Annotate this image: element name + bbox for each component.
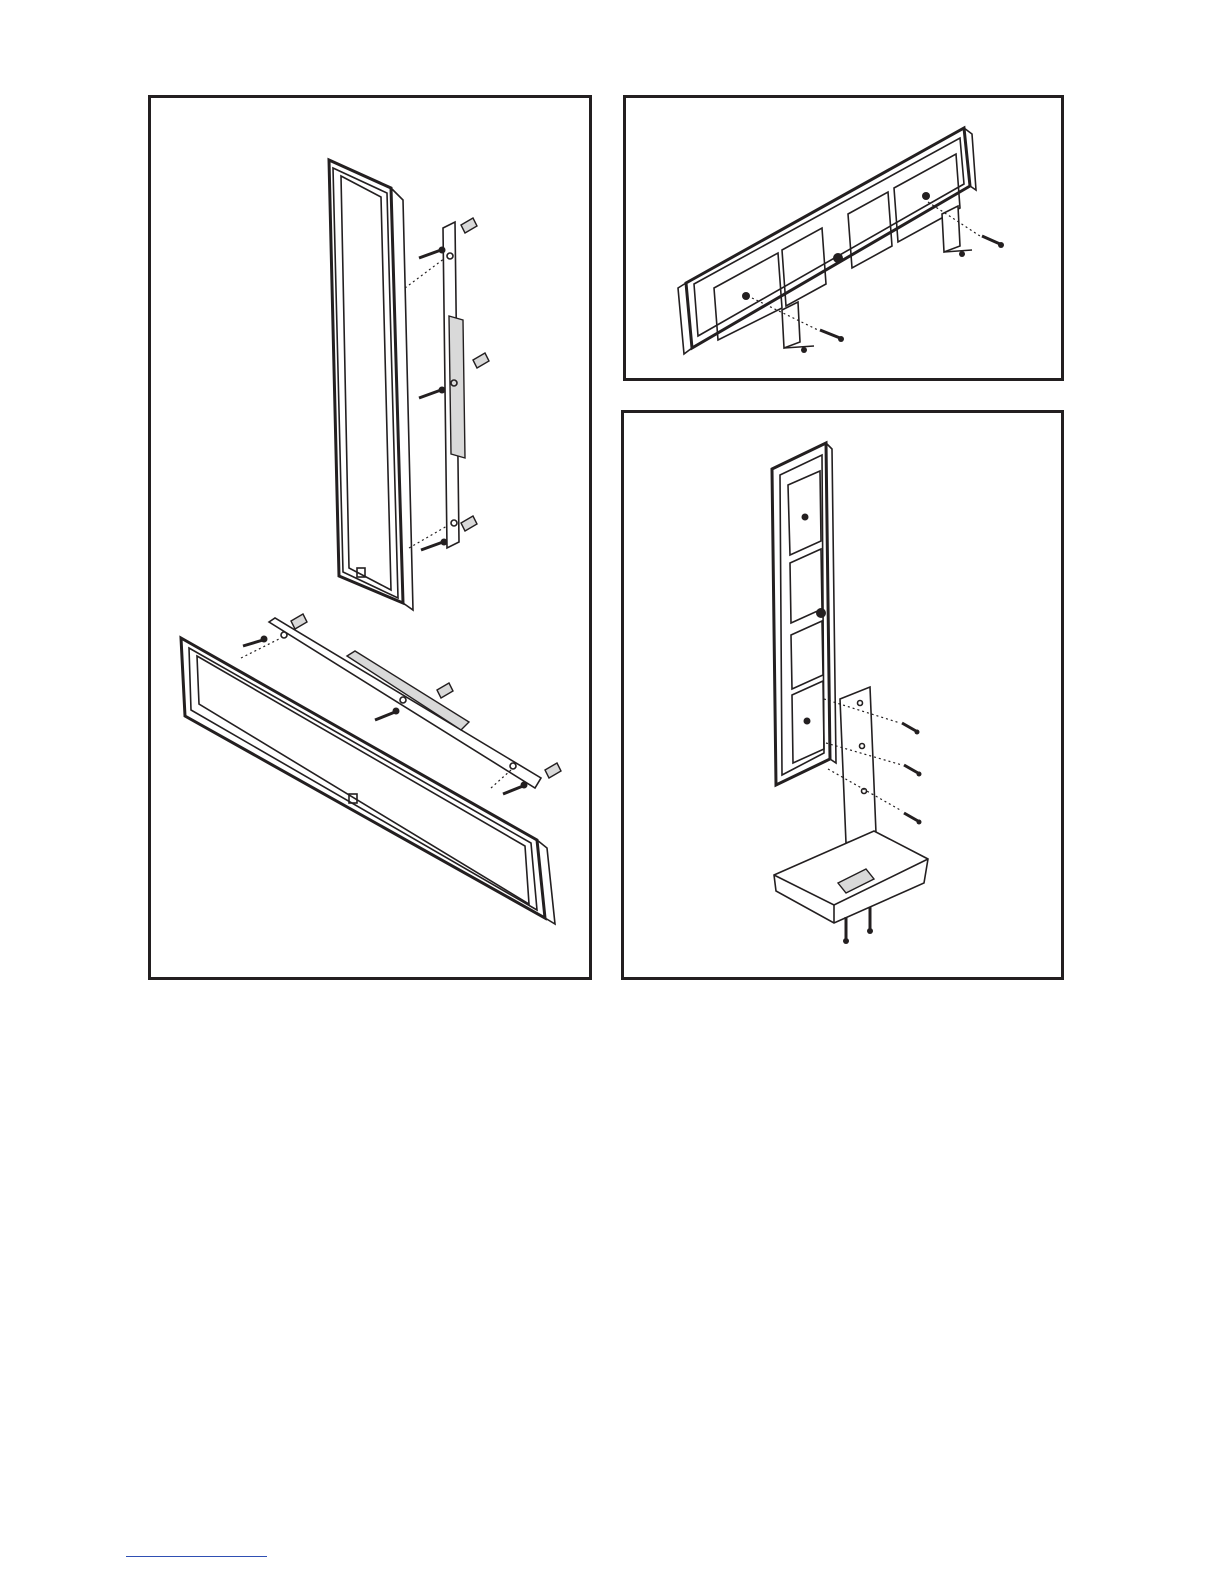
panel-stand-mount	[621, 410, 1064, 980]
horizontal-wall-bracket-icon	[269, 618, 541, 788]
wall-anchor-icon	[461, 218, 489, 531]
table-stand-icon	[774, 687, 928, 923]
panel-shelf-bracket-mount	[623, 95, 1064, 381]
speaker-back-icon	[678, 128, 976, 354]
panel-wall-mount	[148, 95, 592, 980]
vertical-wall-bracket-icon	[443, 222, 465, 548]
screw-icon	[820, 236, 1004, 342]
horizontal-screw-icon	[243, 636, 528, 795]
stand-mount-diagram	[624, 413, 1061, 977]
footer-rule	[126, 1556, 267, 1557]
shelf-bracket-diagram	[626, 98, 1061, 378]
speaker-back-vertical-icon	[772, 443, 836, 785]
vertical-speaker-icon	[329, 160, 413, 610]
wall-mount-diagram	[151, 98, 589, 977]
